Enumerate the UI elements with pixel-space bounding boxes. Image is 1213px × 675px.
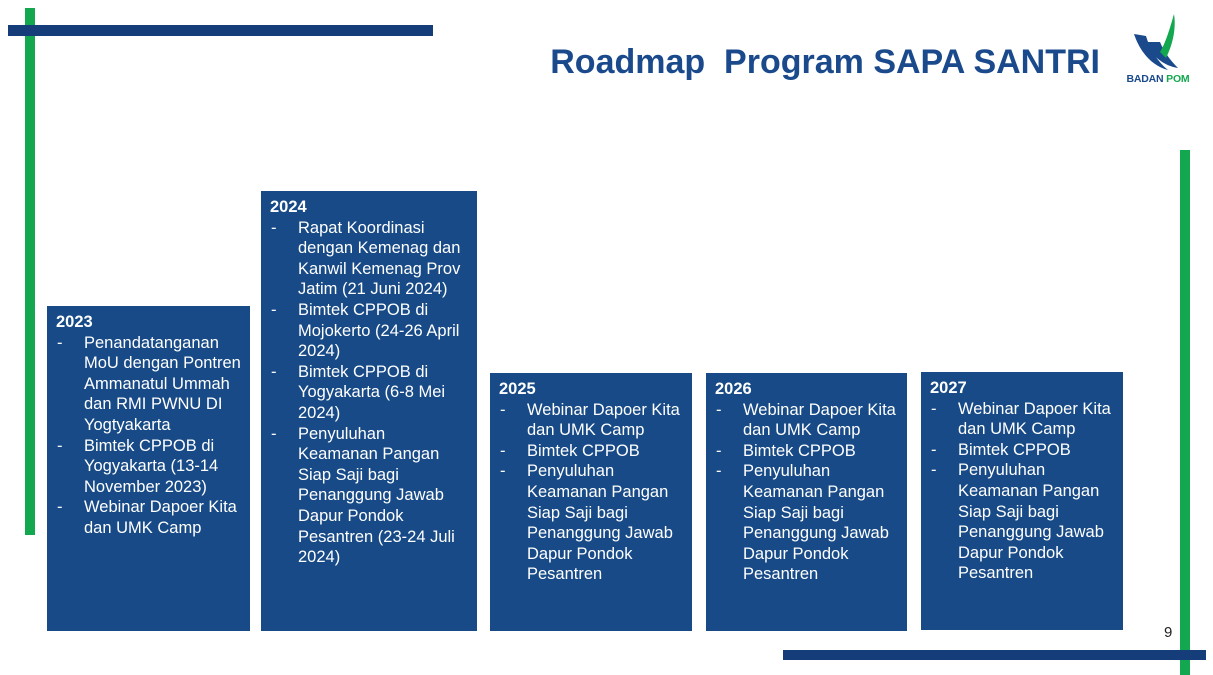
roadmap-item-list: Penandatanganan MoU dengan Pontren Amman… — [56, 333, 242, 539]
bottom-navy-accent-bar — [783, 650, 1206, 660]
roadmap-item: Webinar Dapoer Kita dan UMK Camp — [715, 400, 899, 441]
roadmap-item: Bimtek CPPOB di Yogyakarta (13-14 Novemb… — [56, 436, 242, 498]
roadmap-card-2026: 2026 Webinar Dapoer Kita dan UMK Camp Bi… — [706, 373, 907, 631]
roadmap-item-list: Webinar Dapoer Kita dan UMK Camp Bimtek … — [930, 399, 1115, 584]
roadmap-item-list: Webinar Dapoer Kita dan UMK Camp Bimtek … — [715, 400, 899, 585]
roadmap-card-2025: 2025 Webinar Dapoer Kita dan UMK Camp Bi… — [490, 373, 692, 631]
roadmap-item: Bimtek CPPOB — [715, 441, 899, 462]
roadmap-item: Penyuluhan Keamanan Pangan Siap Saji bag… — [930, 460, 1115, 584]
roadmap-item: Bimtek CPPOB di Mojokerto (24-26 April 2… — [270, 300, 469, 362]
roadmap-item: Penyuluhan Keamanan Pangan Siap Saji bag… — [715, 461, 899, 585]
roadmap-year: 2025 — [499, 380, 536, 398]
roadmap-card-2023: 2023 Penandatanganan MoU dengan Pontren … — [47, 306, 250, 631]
badan-pom-emblem-icon — [1134, 14, 1178, 70]
roadmap-card-2024: 2024 Rapat Koordinasi dengan Kemenag dan… — [261, 191, 477, 631]
roadmap-year: 2027 — [930, 379, 967, 397]
top-navy-accent-bar — [8, 25, 433, 36]
roadmap-item: Webinar Dapoer Kita dan UMK Camp — [56, 497, 242, 538]
page-number: 9 — [1164, 624, 1173, 641]
roadmap-year: 2024 — [270, 198, 307, 216]
roadmap-card-2027: 2027 Webinar Dapoer Kita dan UMK Camp Bi… — [921, 372, 1123, 630]
badan-pom-logo: BADAN POM — [1118, 12, 1198, 92]
slide-title: Roadmap Program SAPA SANTRI — [550, 43, 1100, 81]
roadmap-item: Bimtek CPPOB — [499, 441, 684, 462]
roadmap-item: Penyuluhan Keamanan Pangan Siap Saji bag… — [499, 461, 684, 585]
roadmap-item: Bimtek CPPOB — [930, 440, 1115, 461]
logo-wordmark: BADAN POM — [1118, 73, 1198, 85]
roadmap-item-list: Webinar Dapoer Kita dan UMK Camp Bimtek … — [499, 400, 684, 585]
roadmap-year: 2023 — [56, 313, 93, 331]
roadmap-year: 2026 — [715, 380, 752, 398]
roadmap-item: Rapat Koordinasi dengan Kemenag dan Kanw… — [270, 218, 469, 300]
roadmap-item: Bimtek CPPOB di Yogyakarta (6-8 Mei 2024… — [270, 362, 469, 424]
roadmap-item-list: Rapat Koordinasi dengan Kemenag dan Kanw… — [270, 218, 469, 568]
roadmap-item: Webinar Dapoer Kita dan UMK Camp — [499, 400, 684, 441]
roadmap-item: Penyuluhan Keamanan Pangan Siap Saji bag… — [270, 424, 469, 568]
left-green-accent-bar — [25, 8, 35, 535]
roadmap-item: Webinar Dapoer Kita dan UMK Camp — [930, 399, 1115, 440]
right-green-accent-bar — [1180, 150, 1190, 675]
logo-text-pom: POM — [1166, 73, 1190, 85]
logo-text-badan: BADAN — [1126, 73, 1164, 85]
roadmap-item: Penandatanganan MoU dengan Pontren Amman… — [56, 333, 242, 436]
